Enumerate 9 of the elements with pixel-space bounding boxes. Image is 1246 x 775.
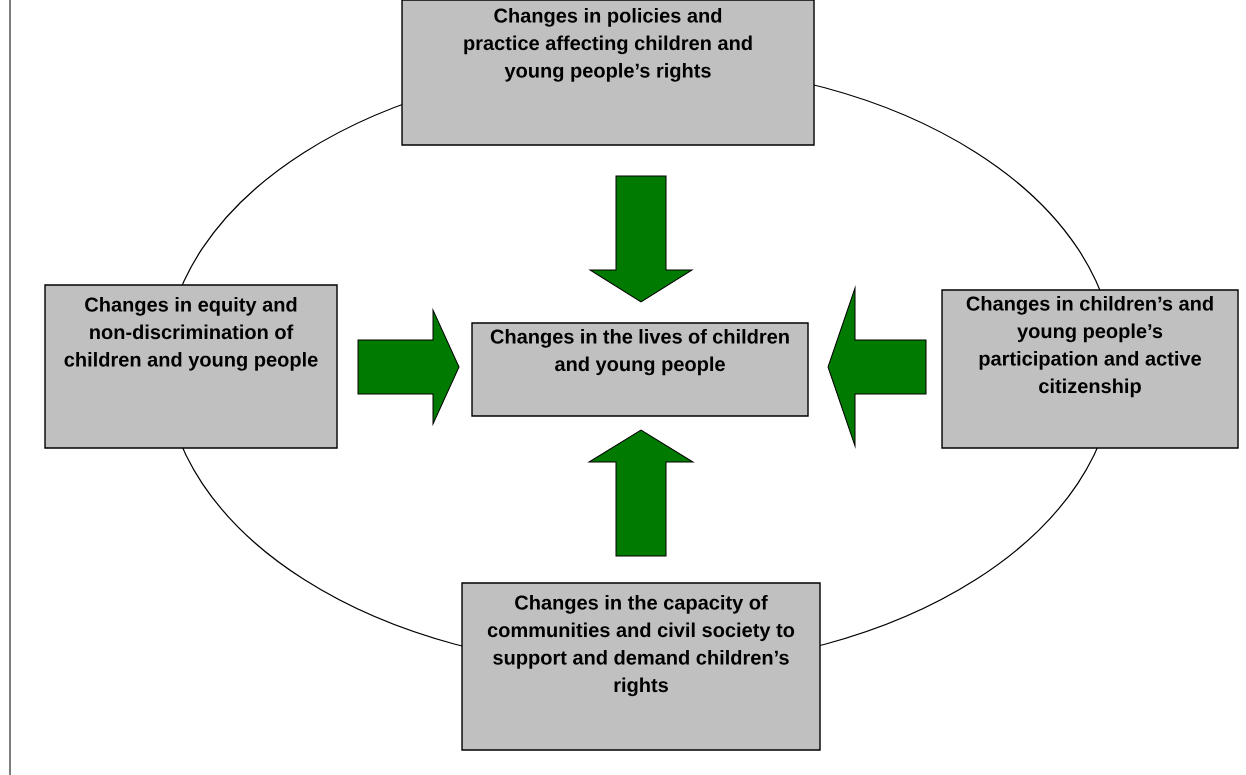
text-box: Changes in children’s and young people’s participation and active citizenship bbox=[941, 289, 1239, 449]
text-box: Changes in the lives of children and young people bbox=[471, 322, 809, 417]
block-arrow bbox=[827, 287, 927, 447]
text-box: Changes in policies and practice affecting children and young people’s rights bbox=[401, 0, 815, 146]
block-arrow bbox=[357, 309, 460, 425]
text-box: Changes in the capacity of communities and civil society to support and demand children’s rights bbox=[461, 582, 821, 751]
block-arrow bbox=[588, 429, 694, 557]
block-arrow bbox=[589, 175, 693, 303]
text-box: Changes in equity and non-discrimination of children and young people bbox=[44, 284, 338, 449]
